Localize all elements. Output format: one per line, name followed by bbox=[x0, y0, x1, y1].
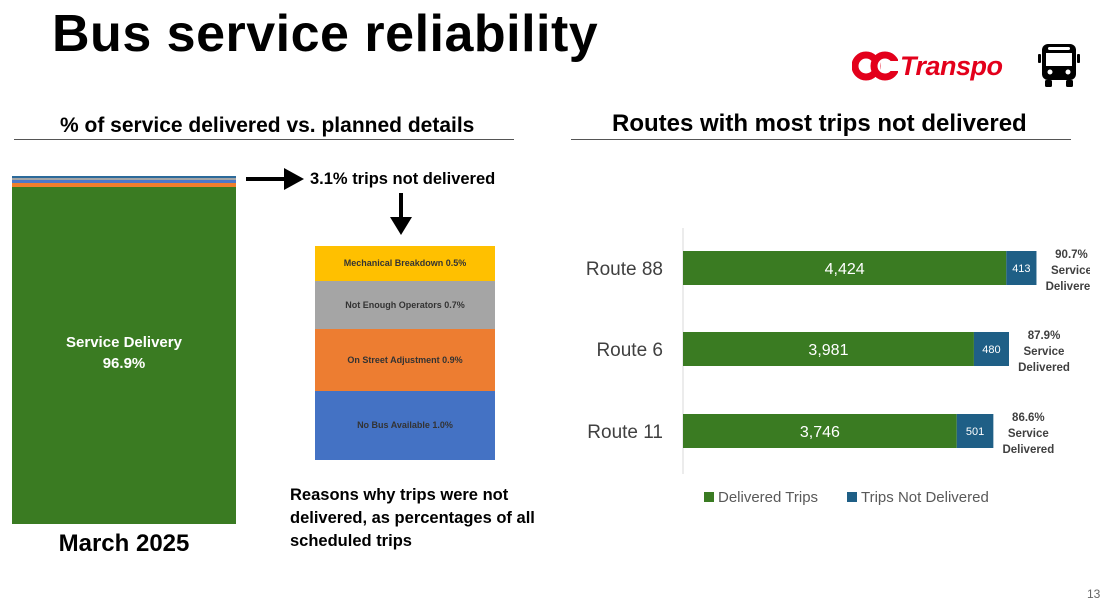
service-delivered-annotation: 90.7% bbox=[1055, 249, 1088, 261]
right-section-heading: Routes with most trips not delivered bbox=[612, 110, 1027, 137]
service-delivered-annotation: Delivered bbox=[1046, 281, 1090, 293]
delivered-trips-value-label: 3,746 bbox=[800, 424, 840, 441]
service-delivered-annotation: Delivered bbox=[1002, 444, 1054, 456]
legend-not-delivered-swatch bbox=[847, 492, 857, 502]
service-delivered-annotation: Service bbox=[1024, 346, 1065, 358]
month-label: March 2025 bbox=[58, 530, 190, 557]
reasons-caption: Reasons why trips were not delivered, as… bbox=[290, 486, 535, 550]
not-delivered-trips-value-label: 480 bbox=[982, 344, 1000, 356]
reason-segment-no-bus-available: No Bus Available 1.0% bbox=[315, 390, 495, 460]
delivered-trips-value-label: 3,981 bbox=[808, 342, 848, 359]
not-delivered-sliver-3 bbox=[12, 177, 236, 181]
reason-label: Mechanical Breakdown 0.5% bbox=[343, 258, 467, 269]
arrow-right-icon bbox=[246, 168, 304, 190]
legend-delivered-label: Delivered Trips bbox=[718, 489, 818, 506]
not-delivered-trips-bar bbox=[956, 414, 994, 448]
reason-segment-mechanical-breakdown: Mechanical Breakdown 0.5% bbox=[315, 246, 495, 281]
oc-transpo-logo: Transpo bbox=[852, 48, 1003, 84]
not-delivered-sliver-1 bbox=[12, 183, 236, 187]
right-heading-divider bbox=[571, 139, 1071, 140]
oc-logo-mark-icon bbox=[852, 51, 898, 81]
delivered-trips-value-label: 4,424 bbox=[825, 261, 865, 278]
trips-not-delivered-label: 3.1% trips not delivered bbox=[310, 170, 496, 188]
delivered-trips-bar bbox=[683, 332, 974, 366]
left-heading-divider bbox=[14, 139, 514, 140]
service-delivered-annotation: 87.9% bbox=[1028, 330, 1061, 342]
delivered-trips-bar bbox=[683, 251, 1007, 285]
not-delivered-sliver-4 bbox=[12, 176, 236, 178]
not-delivered-trips-bar bbox=[1006, 251, 1037, 285]
route-tick-label: Route 11 bbox=[587, 422, 663, 443]
service-delivered-annotation: Service bbox=[1008, 428, 1049, 440]
page-number: 13 bbox=[1087, 587, 1101, 601]
bus-icon bbox=[1038, 44, 1080, 87]
service-delivered-annotation: Delivered bbox=[1018, 362, 1070, 374]
not-delivered-trips-value-label: 501 bbox=[966, 426, 984, 438]
service-delivery-segment: Service Delivery 96.9% bbox=[12, 186, 236, 524]
service-delivered-annotation: 86.6% bbox=[1012, 412, 1045, 424]
service-delivery-label-line2: 96.9% bbox=[102, 355, 146, 373]
reason-label: No Bus Available 1.0% bbox=[357, 420, 453, 431]
page-title: Bus service reliability bbox=[52, 5, 599, 63]
legend-delivered-swatch bbox=[704, 492, 714, 502]
left-section-heading: % of service delivered vs. planned detai… bbox=[60, 114, 475, 137]
brand-wordmark: Transpo bbox=[900, 50, 1003, 81]
route-tick-label: Route 88 bbox=[586, 259, 663, 280]
delivered-trips-bar bbox=[683, 414, 957, 448]
routes-bar-chart: Route 884,42441390.7%ServiceDeliveredRou… bbox=[586, 228, 1090, 506]
service-delivery-label: Service Delivery 96.9% bbox=[12, 332, 236, 374]
service-delivery-label-line1: Service Delivery bbox=[66, 334, 182, 352]
not-delivered-sliver-2 bbox=[12, 180, 236, 184]
not-delivered-trips-bar bbox=[973, 332, 1009, 366]
legend-not-delivered-label: Trips Not Delivered bbox=[861, 489, 989, 506]
service-delivered-annotation: Service bbox=[1051, 265, 1090, 277]
reason-segment-on-street-adjustment: On Street Adjustment 0.9% bbox=[315, 328, 495, 391]
reason-label: On Street Adjustment 0.9% bbox=[347, 354, 463, 365]
reasons-stacked-bar: No Bus Available 1.0% On Street Adjustmen… bbox=[315, 246, 495, 460]
arrow-down-icon bbox=[390, 193, 412, 235]
route-tick-label: Route 6 bbox=[596, 340, 663, 361]
service-delivery-stacked-bar: Service Delivery 96.9% bbox=[12, 176, 236, 524]
reason-label: Not Enough Operators 0.7% bbox=[345, 299, 465, 310]
not-delivered-trips-value-label: 413 bbox=[1012, 263, 1030, 275]
reason-segment-not-enough-operators: Not Enough Operators 0.7% bbox=[315, 280, 495, 329]
